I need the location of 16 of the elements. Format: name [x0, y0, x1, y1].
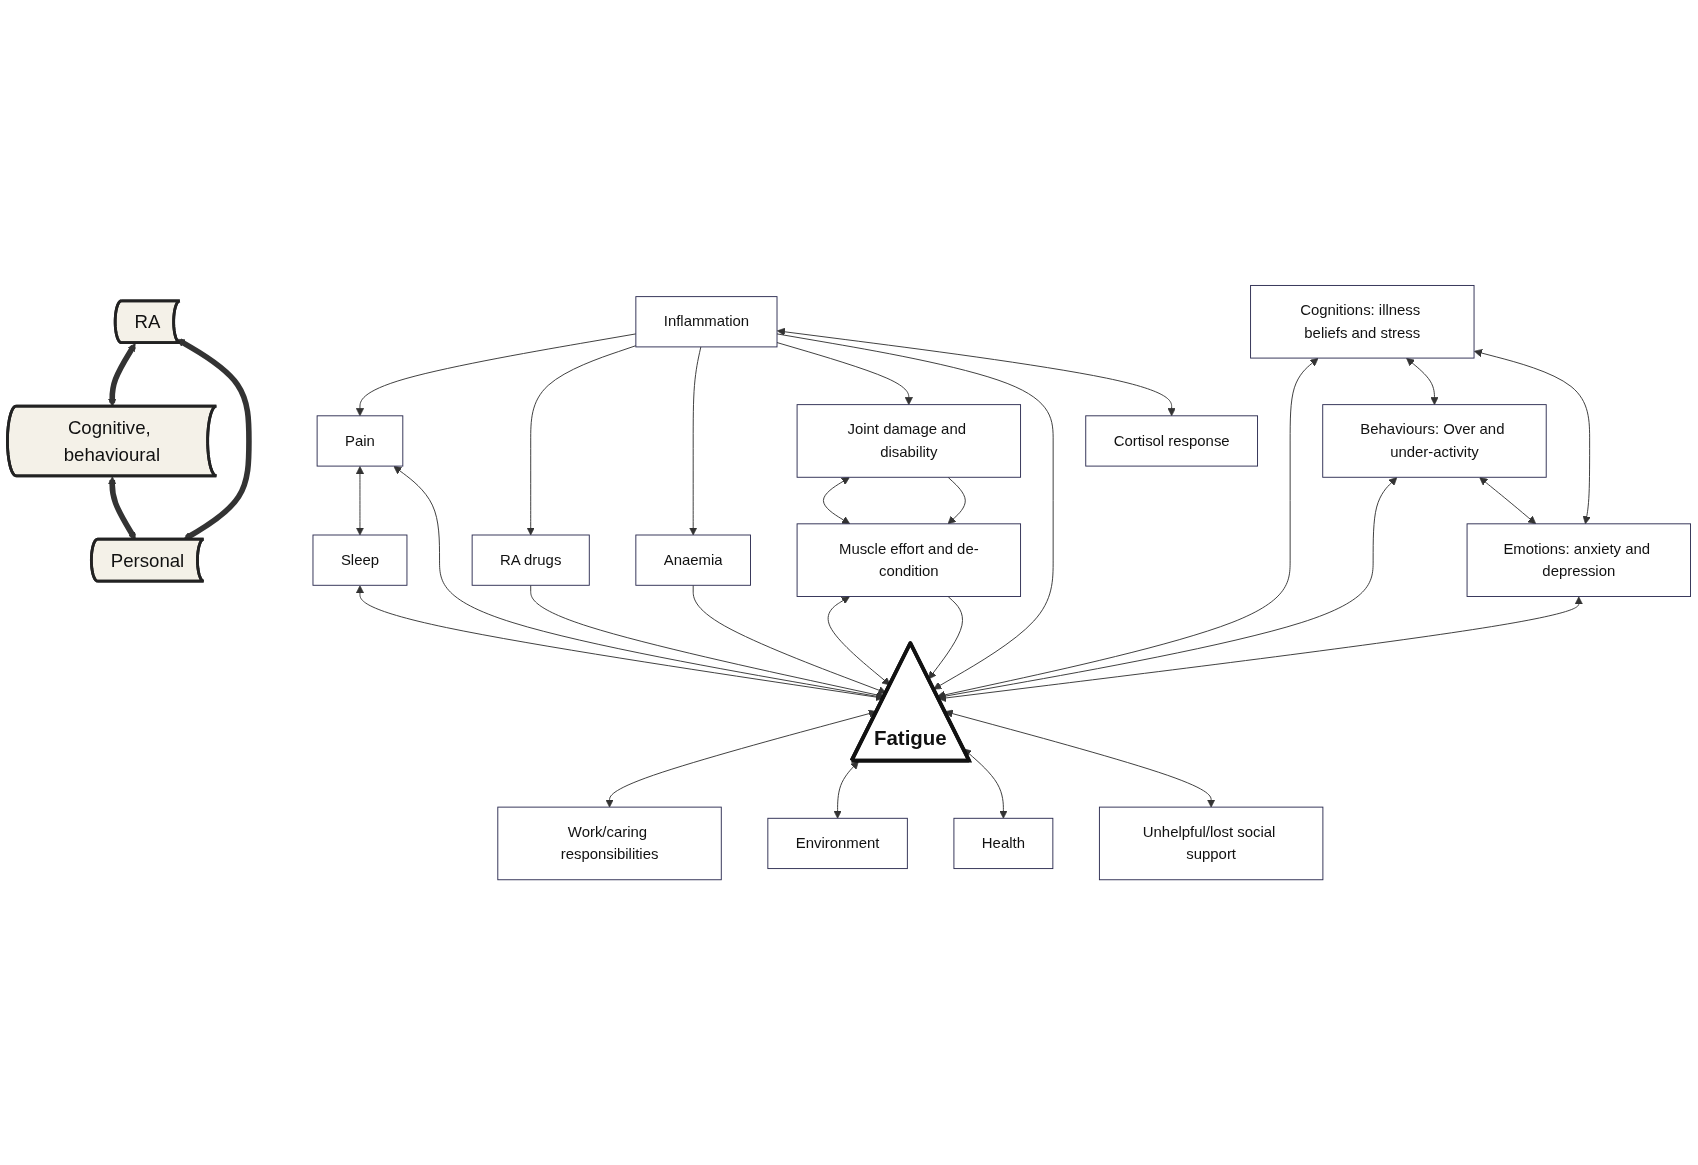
- node-box: Unhelpful/lost social support: [1098, 806, 1324, 881]
- node-box: Muscle effort and de-condition: [796, 523, 1022, 597]
- node-box: Sleep: [312, 534, 408, 586]
- node-box: Emotions: anxiety and depression: [1466, 523, 1691, 597]
- node-box: Cognitions: illness beliefs and stress: [1250, 284, 1475, 359]
- node-box: Anaemia: [635, 534, 751, 586]
- node-box: Joint damage and disability: [796, 404, 1022, 478]
- node-box: RA drugs: [471, 534, 590, 586]
- node-box: Cortisol response: [1085, 415, 1258, 467]
- node-box: Environment: [767, 817, 908, 869]
- arrow: [108, 476, 136, 540]
- node-box: Behaviours: Over and under-activity: [1322, 404, 1547, 478]
- node-box: Work/caring responsibilities: [497, 806, 722, 881]
- node-box: Inflammation: [635, 296, 778, 348]
- node-box: Health: [953, 817, 1054, 869]
- node-box: Pain: [316, 415, 404, 467]
